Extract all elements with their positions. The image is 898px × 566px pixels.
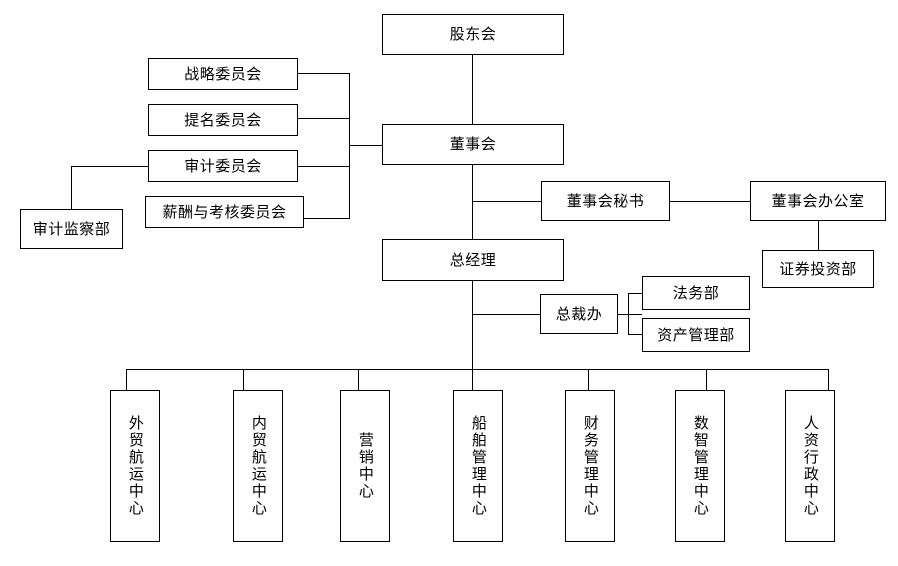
- node-center-domestic-trade-shipping[interactable]: 内贸航运中心: [233, 390, 283, 542]
- connector-drop-3: [358, 369, 359, 391]
- node-center-hr-administration[interactable]: 人资行政中心: [785, 390, 835, 542]
- node-label: 船舶管理中心: [469, 415, 488, 517]
- node-general-manager[interactable]: 总经理: [382, 239, 564, 281]
- node-label: 董事会: [449, 135, 497, 153]
- connector-shareholders-to-board: [472, 54, 473, 124]
- node-label: 董事会办公室: [771, 191, 865, 210]
- node-label: 外贸航运中心: [126, 415, 145, 517]
- connector-audit-committee-to-supervision-h: [71, 166, 149, 167]
- node-strategy-committee[interactable]: 战略委员会: [148, 58, 298, 90]
- node-label: 内贸航运中心: [249, 415, 268, 517]
- node-center-marketing[interactable]: 营销中心: [340, 390, 390, 542]
- connector-audit-to-bus: [297, 166, 350, 167]
- connector-drop-5: [588, 369, 589, 391]
- node-audit-supervision-dept[interactable]: 审计监察部: [20, 209, 123, 249]
- node-label: 审计委员会: [184, 156, 262, 175]
- node-label: 证券投资部: [779, 259, 857, 278]
- node-label: 薪酬与考核委员会: [162, 202, 287, 221]
- node-remuneration-committee[interactable]: 薪酬与考核委员会: [145, 196, 304, 228]
- node-shareholders-meeting[interactable]: 股东会: [382, 14, 564, 55]
- connector-gm-to-bottom-bus: [472, 281, 473, 370]
- connector-bus-to-board: [349, 145, 383, 146]
- node-asset-management-dept[interactable]: 资产管理部: [642, 318, 750, 352]
- node-audit-committee[interactable]: 审计委员会: [148, 150, 298, 182]
- node-label: 人资行政中心: [801, 415, 820, 517]
- connector-nomination-to-bus: [297, 118, 350, 119]
- connector-president-office-split: [628, 293, 629, 335]
- connector-drop-7: [828, 369, 829, 391]
- connector-to-legal-dept: [628, 293, 643, 294]
- node-center-foreign-trade-shipping[interactable]: 外贸航运中心: [110, 390, 160, 542]
- connector-drop-2: [243, 369, 244, 391]
- node-label: 战略委员会: [184, 64, 262, 83]
- connector-drop-6: [706, 369, 707, 391]
- connector-gm-to-president-office: [472, 314, 541, 315]
- node-label: 财务管理中心: [581, 415, 600, 517]
- connector-audit-committee-to-supervision-v: [71, 166, 72, 209]
- connector-board-office-to-securities: [818, 221, 819, 250]
- node-label: 数智管理中心: [691, 415, 710, 517]
- node-label: 资产管理部: [657, 325, 735, 344]
- node-label: 总裁办: [555, 304, 603, 323]
- node-label: 审计监察部: [32, 219, 111, 238]
- node-label: 营销中心: [356, 432, 375, 500]
- node-label: 法务部: [672, 283, 720, 302]
- connector-secretary-to-board-office: [670, 201, 751, 202]
- node-label: 股东会: [449, 25, 497, 43]
- connector-drop-1: [126, 369, 127, 391]
- connector-drop-4: [472, 369, 473, 391]
- connector-president-office-out: [618, 314, 642, 315]
- connector-remuneration-to-bus: [303, 218, 350, 219]
- node-board-secretary[interactable]: 董事会秘书: [541, 181, 670, 221]
- node-center-finance-management[interactable]: 财务管理中心: [565, 390, 615, 542]
- connector-board-to-secretary: [472, 201, 542, 202]
- node-label: 提名委员会: [184, 110, 262, 129]
- node-label: 总经理: [449, 250, 497, 269]
- node-legal-affairs-dept[interactable]: 法务部: [642, 276, 750, 310]
- connector-bottom-bus: [126, 369, 828, 370]
- node-center-digital-intelligence-management[interactable]: 数智管理中心: [675, 390, 725, 542]
- node-label: 董事会秘书: [566, 191, 645, 210]
- node-nomination-committee[interactable]: 提名委员会: [148, 104, 298, 136]
- connector-to-asset-dept: [628, 334, 643, 335]
- node-president-office[interactable]: 总裁办: [540, 294, 618, 334]
- node-board-office[interactable]: 董事会办公室: [750, 181, 886, 221]
- connector-strategy-to-bus: [297, 73, 350, 74]
- node-board-of-directors[interactable]: 董事会: [382, 124, 564, 165]
- node-center-ship-management[interactable]: 船舶管理中心: [453, 390, 503, 542]
- node-securities-investment-dept[interactable]: 证券投资部: [762, 250, 874, 288]
